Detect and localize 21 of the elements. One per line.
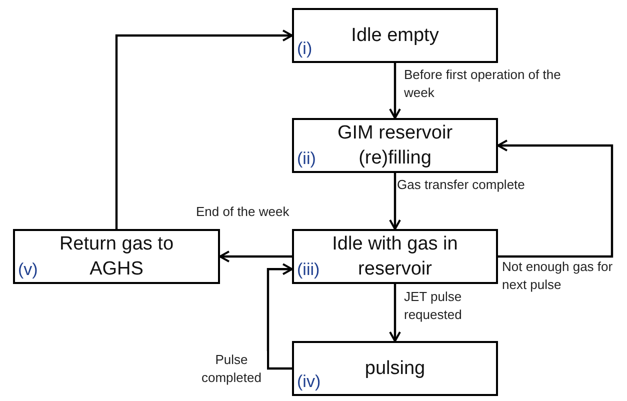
arrow [389,284,401,342]
state-box [13,229,220,284]
state-box [292,341,498,396]
state-box [292,118,498,173]
arrow [115,30,293,229]
state-number: (iv) [297,372,321,392]
state-box [292,229,498,284]
arrow [389,173,401,230]
arrow [219,250,292,262]
state-number: (iii) [297,260,320,280]
state-label: GIM reservoir (re)filling [336,120,454,170]
arrow [497,140,614,258]
state-number: (ii) [297,149,316,169]
arrow [266,263,293,370]
state-label: Return gas to AGHS [58,232,175,282]
state-number: (v) [18,260,38,280]
state-label: Idle empty [350,24,440,48]
state-label: pulsing [364,356,426,381]
state-box [292,8,498,63]
state-number: (i) [297,39,312,59]
arrow [389,63,401,119]
